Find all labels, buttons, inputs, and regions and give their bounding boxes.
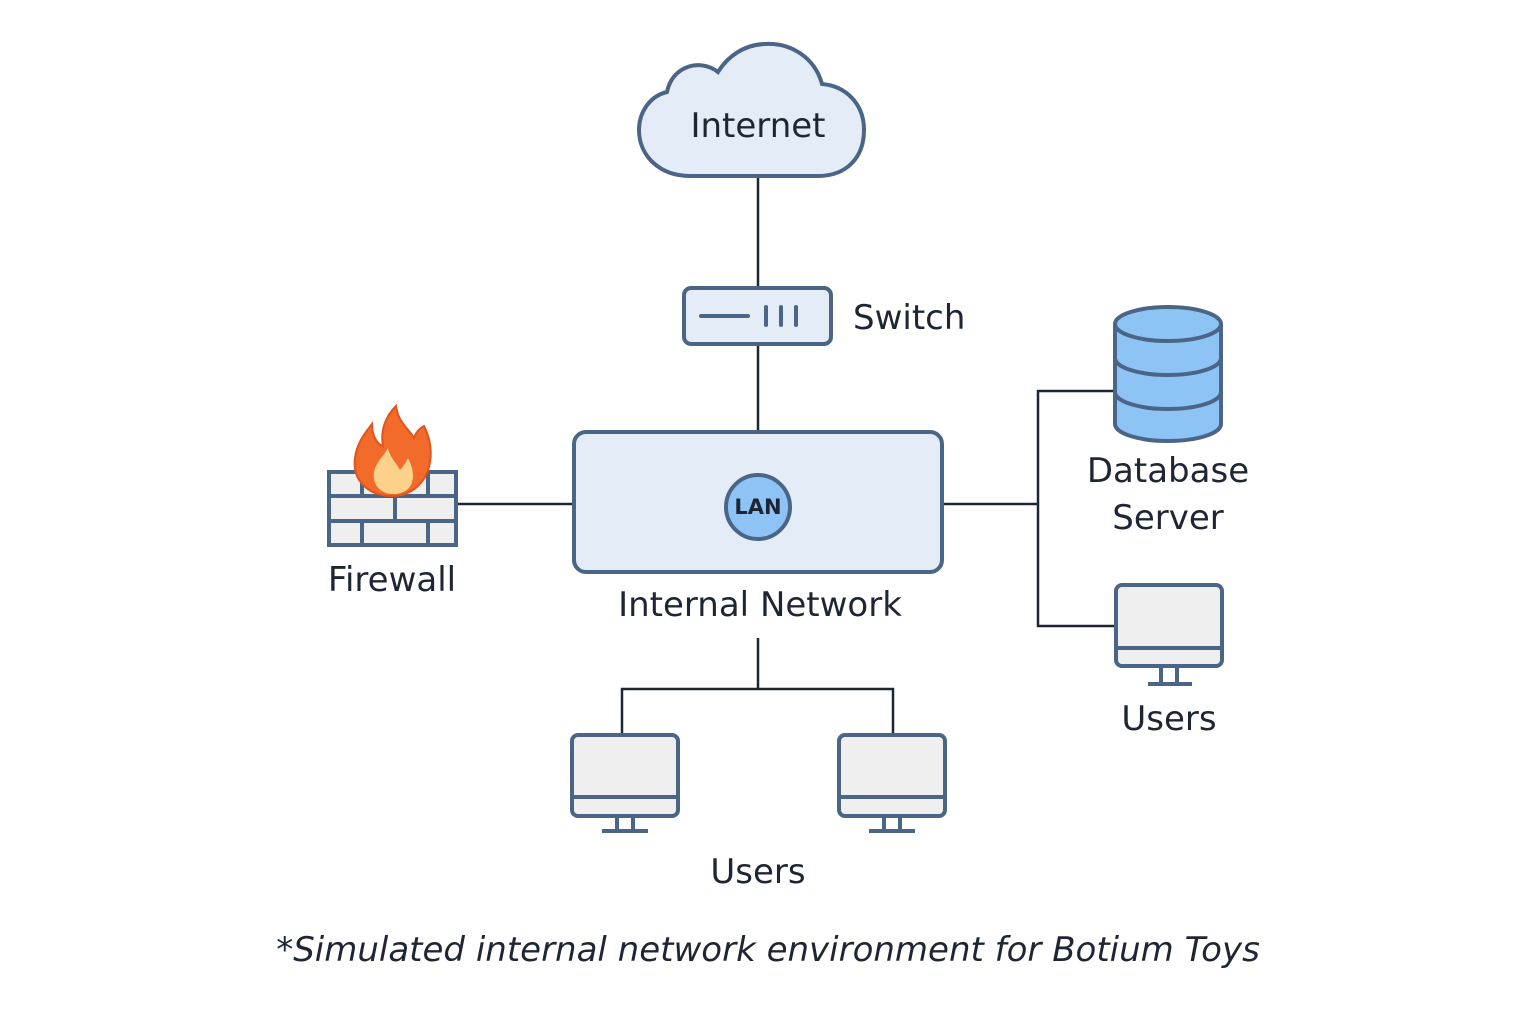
link-bottom-bus (620, 687, 895, 735)
firewall-icon (327, 403, 458, 547)
cloud-icon (636, 41, 867, 178)
lan-badge-label: LAN (734, 495, 782, 519)
database-label-line2: Server (1112, 498, 1224, 538)
lan-box-icon (572, 430, 944, 574)
flame-icon (353, 403, 432, 498)
database-label: Database Server (1068, 448, 1268, 542)
internet-label: Internet (690, 106, 826, 146)
diagram-caption: *Simulated internal network environment … (276, 930, 1260, 970)
connections (458, 178, 1115, 735)
database-label-line1: Database (1086, 451, 1250, 491)
firewall-label: Firewall (327, 560, 457, 600)
monitor-icon (570, 733, 680, 833)
switch-icon (682, 286, 833, 346)
monitor-icon (837, 733, 947, 833)
internal-network-label: Internal Network (618, 585, 902, 625)
database-icon (1113, 305, 1223, 443)
users-bottom-label: Users (710, 852, 806, 892)
switch-label: Switch (853, 298, 966, 338)
link-bus-database (1036, 389, 1115, 628)
monitor-icon (1114, 583, 1224, 686)
users-right-label: Users (1121, 699, 1217, 739)
lan-badge (724, 473, 792, 541)
